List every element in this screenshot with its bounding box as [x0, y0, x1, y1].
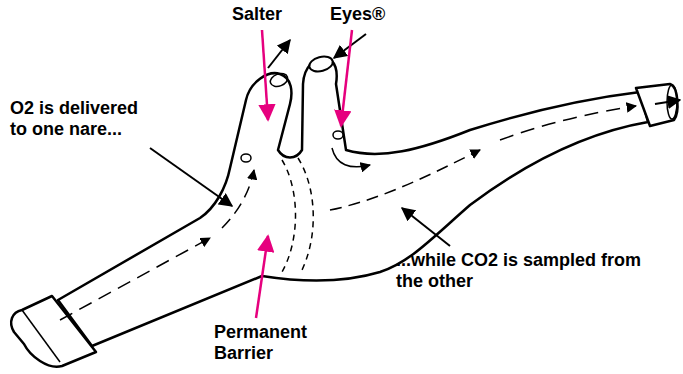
prong-opening [268, 71, 289, 88]
flow-arrow [655, 100, 680, 104]
note-label: ...while CO2 is sampled from the other [396, 250, 646, 292]
eyes-leader [341, 30, 352, 126]
barrier-leader [256, 236, 268, 318]
flow-line [500, 106, 636, 140]
cannula-body [58, 58, 648, 346]
eyes-hole [333, 131, 343, 139]
note-label: O2 is delivered to one nare... [10, 98, 160, 140]
part-label: Eyes® [330, 4, 410, 25]
salter-leader [262, 30, 268, 120]
flow-line [60, 238, 210, 320]
flow-arrow [268, 40, 290, 68]
salter-hole [241, 154, 251, 162]
connector-edge [22, 310, 60, 362]
flow-line [330, 150, 480, 210]
part-label: Salter [232, 4, 312, 25]
barrier-line [282, 160, 296, 272]
part-label: Permanent Barrier [214, 322, 324, 364]
flow-line [222, 170, 254, 228]
prong-opening [308, 54, 335, 74]
flow-line [332, 148, 370, 167]
barrier-line [298, 158, 313, 274]
right-connector [636, 84, 677, 126]
o2-leader [150, 148, 232, 206]
co2-leader [402, 208, 450, 246]
